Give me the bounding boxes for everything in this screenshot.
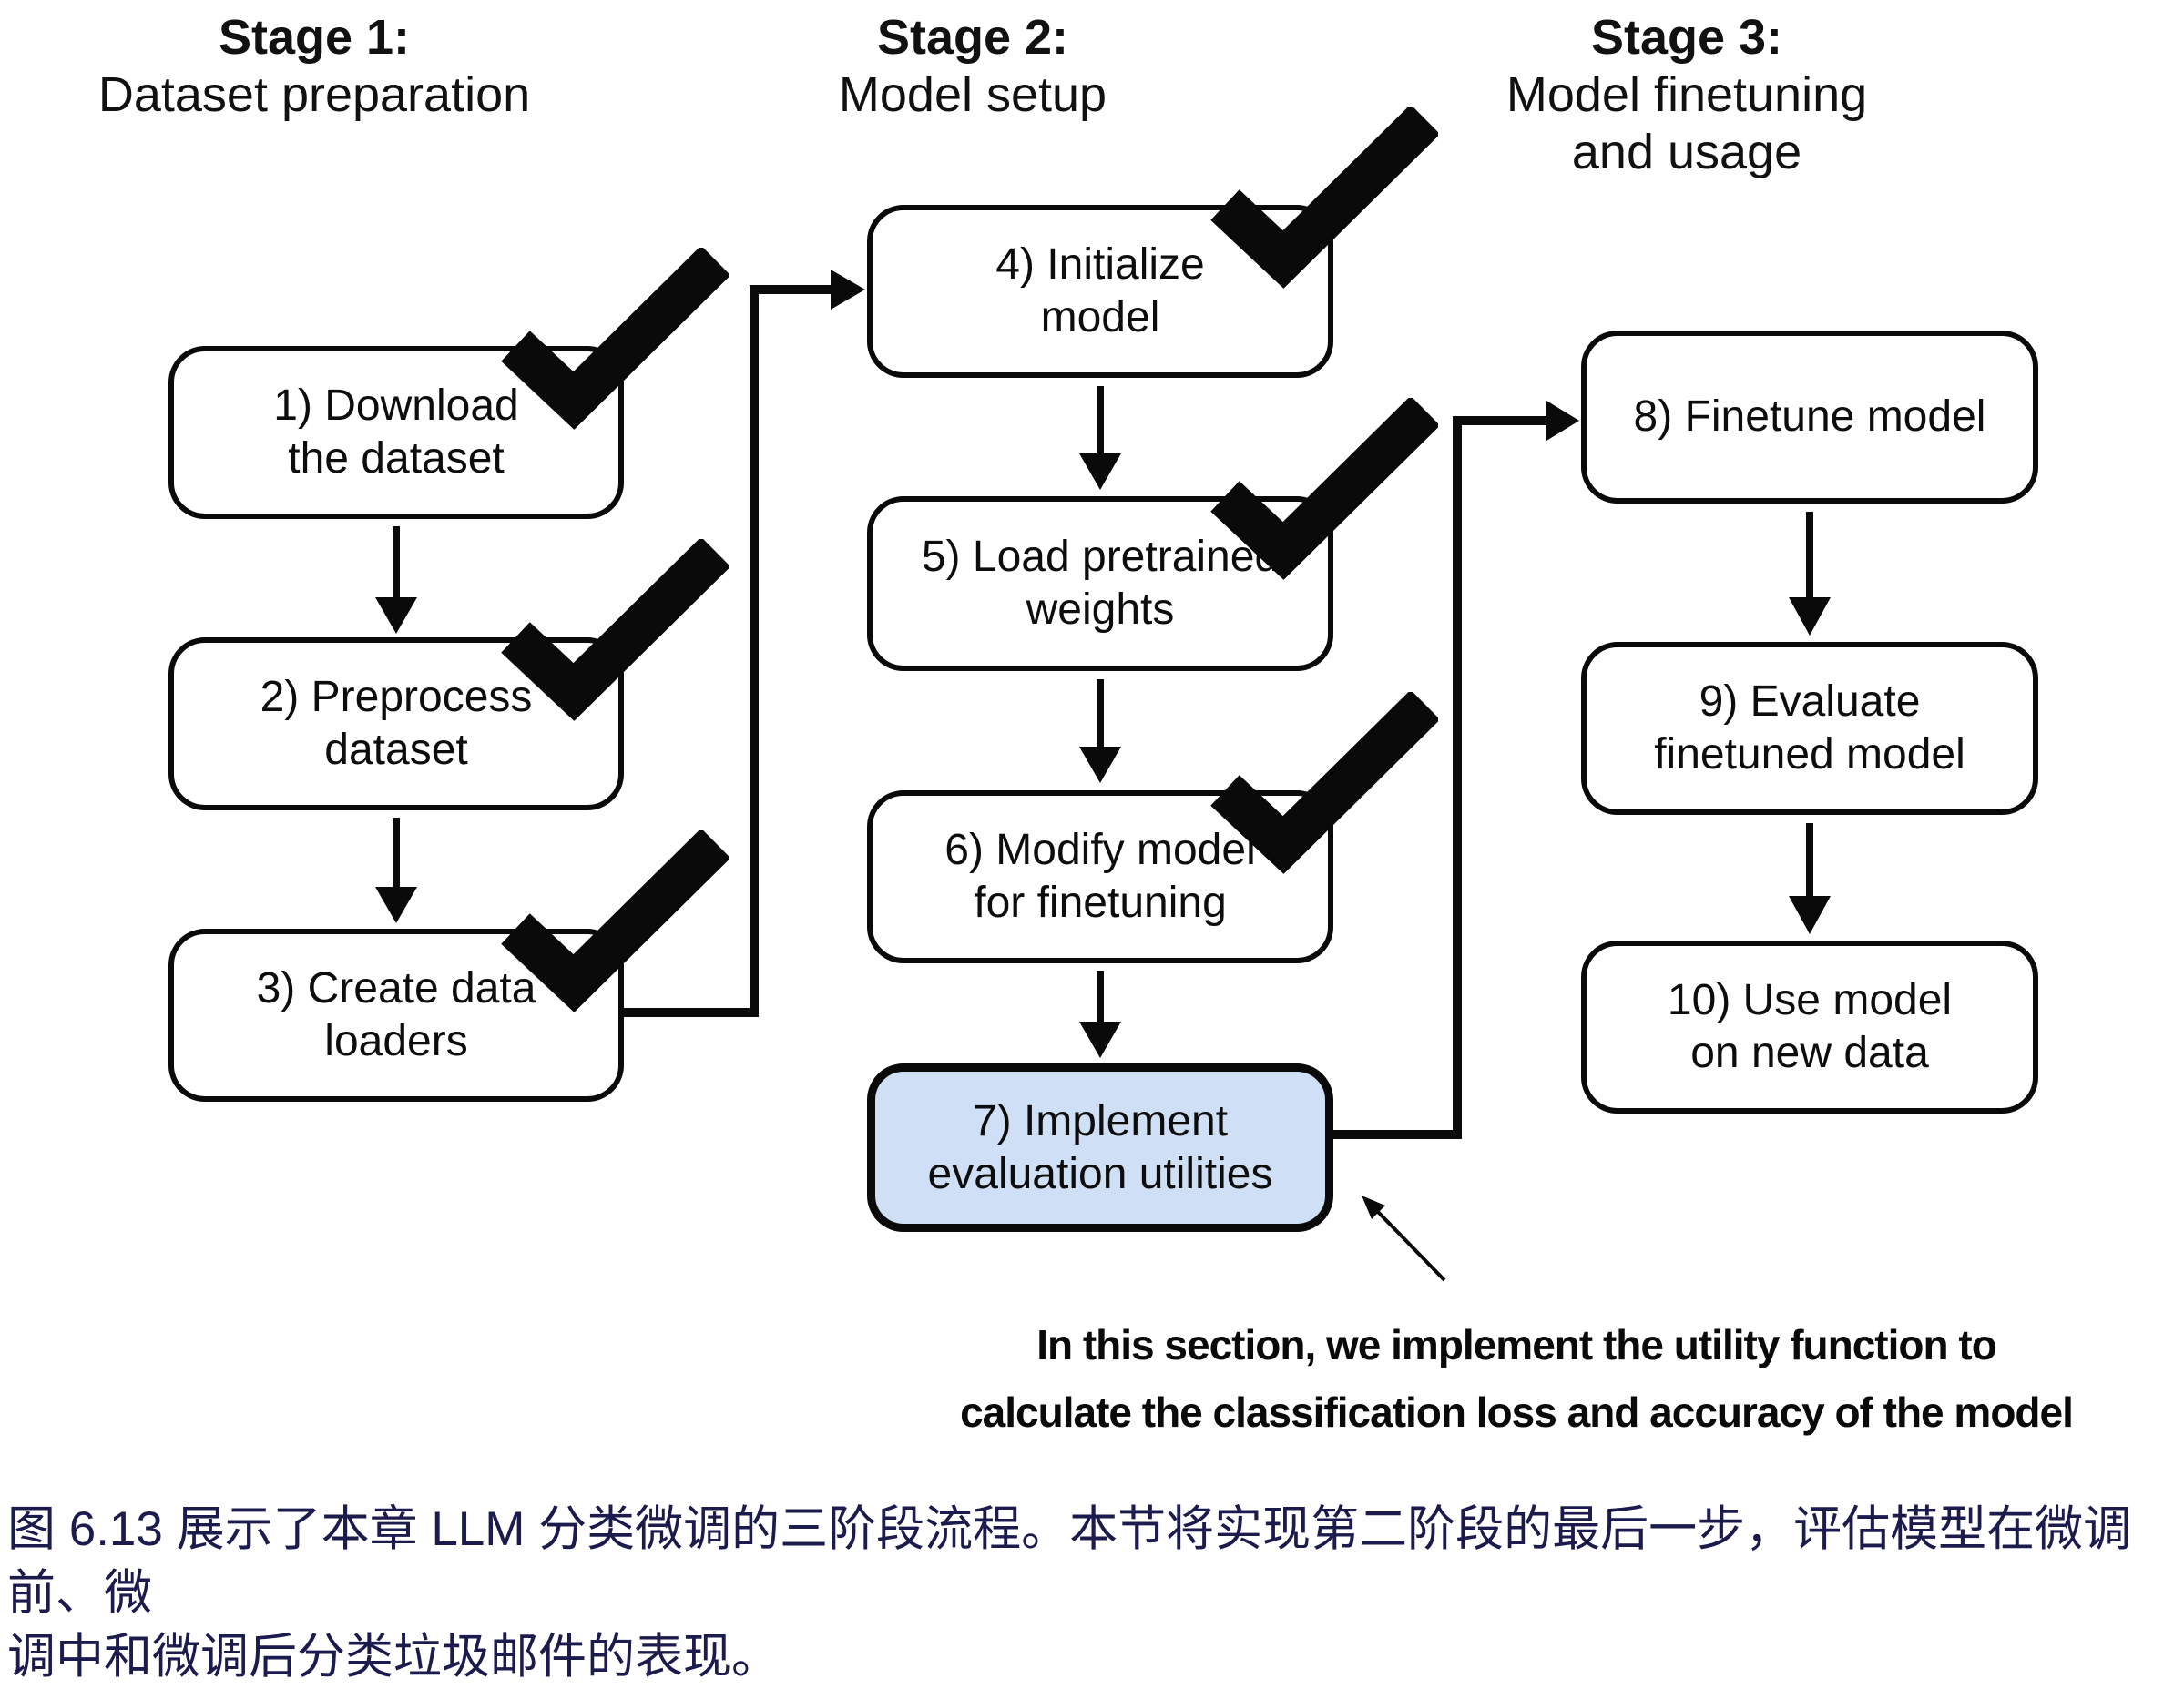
flow-box-use-model-new-data: 10) Use model on new data [1581, 941, 2038, 1114]
down-arrow-box6-box7 [1079, 971, 1121, 1058]
figure-caption: 图 6.13 展示了本章 LLM 分类微调的三阶段流程。本节将实现第二阶段的最后… [7, 1498, 2179, 1689]
annotation-note: In this section, we implement the utilit… [911, 1311, 2122, 1446]
stage-1-heading: Stage 1: Dataset preparation [41, 9, 587, 124]
checkmark-icon [501, 248, 729, 430]
stage-2-heading: Stage 2: Model setup [699, 9, 1246, 124]
checkmark-icon [1210, 107, 1438, 289]
flow-box-label: 5) Load pretrained weights [921, 533, 1280, 634]
flow-box-label: 1) Download the dataset [273, 382, 519, 483]
down-arrow-box8-box9 [1789, 512, 1831, 636]
figure-caption-line-1: 图 6.13 展示了本章 LLM 分类微调的三阶段流程。本节将实现第二阶段的最后… [7, 1502, 2132, 1620]
flow-box-label: 9) Evaluate finetuned model [1654, 677, 1965, 778]
stage-2-title: Stage 2: [876, 10, 1069, 65]
elbow-connector-box3-box4 [624, 270, 865, 1017]
flow-box-label: 7) Implement evaluation utilities [927, 1096, 1273, 1198]
flow-box-label: 8) Finetune model [1633, 392, 1986, 441]
flow-box-preprocess-dataset: 2) Preprocess dataset [168, 637, 624, 810]
flow-box-label: 3) Create data loaders [256, 964, 536, 1065]
down-arrow-box1-box2 [375, 526, 417, 634]
flow-box-finetune-model: 8) Finetune model [1581, 331, 2038, 504]
checkmark-icon [1210, 692, 1438, 874]
flow-box-evaluate-finetuned-model: 9) Evaluate finetuned model [1581, 642, 2038, 815]
stage-1-title: Stage 1: [218, 10, 411, 65]
flow-box-label: 6) Modify model for finetuning [944, 826, 1256, 927]
down-arrow-box4-box5 [1079, 386, 1121, 490]
elbow-connector-box7-box8 [1333, 401, 1579, 1139]
checkmark-icon [1210, 398, 1438, 580]
stage-3-subtitle: Model finetuning [1505, 67, 1868, 122]
flow-box-label: 10) Use model on new data [1667, 976, 1953, 1077]
checkmark-icon [501, 539, 729, 721]
down-arrow-box9-box10 [1789, 823, 1831, 934]
flow-box-implement-evaluation-utilities: 7) Implement evaluation utilities [867, 1063, 1333, 1232]
stage-3-title: Stage 3: [1590, 10, 1783, 65]
annotation-line-1: In this section, we implement the utilit… [1036, 1321, 1997, 1368]
down-arrow-box2-box3 [375, 818, 417, 923]
stage-1-subtitle: Dataset preparation [97, 67, 531, 122]
annotation-line-2: calculate the classification loss and ac… [960, 1389, 2074, 1436]
flow-box-label: 2) Preprocess dataset [260, 673, 533, 774]
stage-3-subtitle-2: and usage [1571, 125, 1802, 179]
stage-2-subtitle: Model setup [838, 67, 1107, 122]
down-arrow-box5-box6 [1079, 679, 1121, 783]
flow-box-label: 4) Initialize model [995, 240, 1205, 341]
checkmark-icon [501, 830, 729, 1012]
stage-3-heading: Stage 3: Model finetuning and usage [1413, 9, 1960, 181]
annotation-arrow [1362, 1196, 1446, 1282]
figure-caption-line-2: 调中和微调后分类垃圾邮件的表现。 [7, 1630, 780, 1684]
